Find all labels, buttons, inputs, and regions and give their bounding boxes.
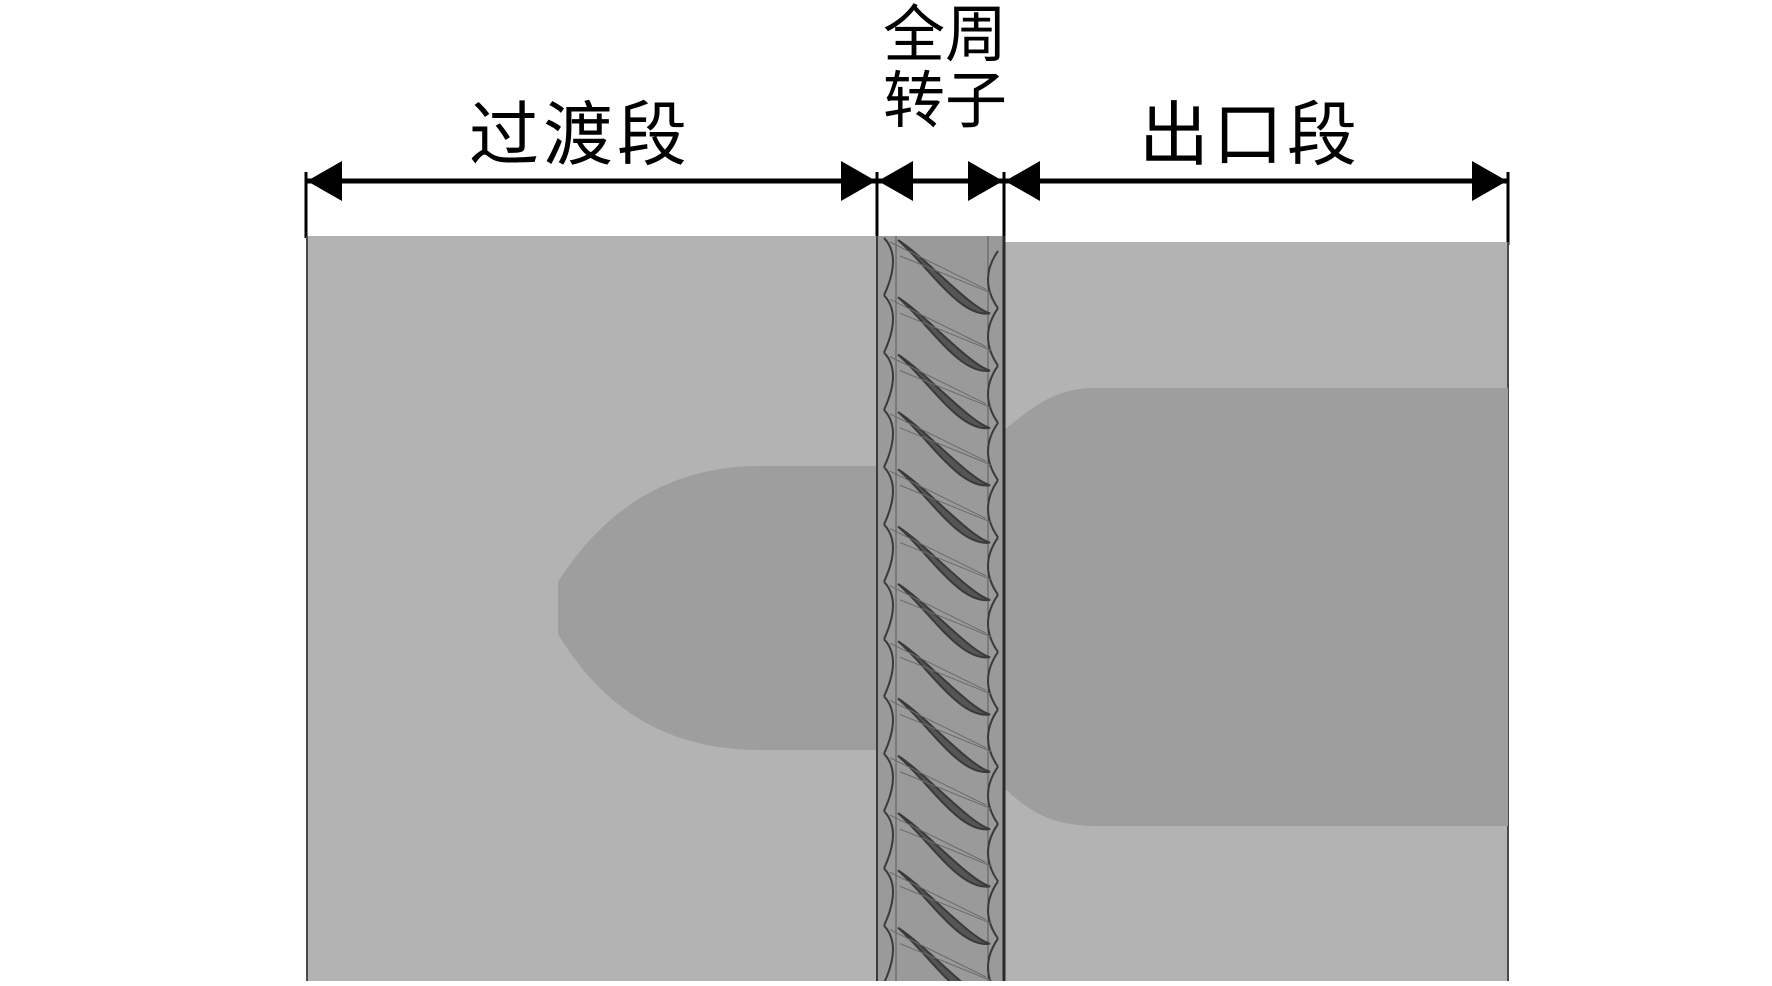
blade-profile-line — [883, 523, 894, 583]
rotor-mesh-line — [899, 542, 993, 581]
rotor-mesh-line — [899, 599, 993, 638]
rotor-mesh-line — [889, 470, 987, 519]
rotor-label-line-1: 全周 — [882, 0, 1007, 71]
rotor-blade — [897, 239, 991, 315]
blade-profile-line — [883, 695, 894, 755]
outlet-section-label: 出口段 — [1139, 94, 1361, 176]
blade-profile-line — [987, 250, 999, 309]
blade-profile-line — [987, 364, 999, 424]
blade-profile-line — [987, 708, 999, 768]
arrow-head — [307, 161, 342, 201]
rotor-blades — [883, 237, 999, 981]
rotor-mesh-line — [899, 312, 993, 352]
rotor-blade — [897, 296, 991, 372]
blade-profile-line — [883, 581, 894, 640]
rotor-mesh-line — [889, 298, 987, 348]
dimension-lines — [304, 161, 1510, 245]
rotor-mesh-line — [899, 656, 993, 695]
outlet-hub-body — [1004, 388, 1508, 826]
blade-profile-line — [987, 479, 999, 539]
blade-profile-line — [987, 766, 999, 825]
rotor-mesh-line — [899, 370, 993, 409]
rotor-mesh-line — [899, 484, 993, 524]
rotor-mesh-line — [889, 356, 987, 405]
blade-profile-line — [987, 422, 999, 481]
rotor-section — [876, 236, 1006, 981]
rotor-mesh-line — [899, 828, 993, 867]
rotor-mesh-line — [889, 528, 987, 577]
arrow-head — [1472, 161, 1507, 201]
rotor-mesh-line — [899, 771, 993, 810]
blade-profile-line — [987, 938, 999, 981]
blade-profile-line — [883, 351, 894, 411]
blade-profile-line — [987, 307, 999, 367]
rotor-blade — [897, 812, 991, 888]
outlet-section — [1004, 242, 1509, 981]
rotor-mesh-line — [899, 885, 993, 925]
rotor-mesh-line — [889, 757, 987, 806]
rotor-label-line-2: 转子 — [882, 64, 1007, 137]
rotor-blade — [897, 754, 991, 831]
transition-section-label: 过渡段 — [469, 94, 691, 176]
blade-profile-line — [883, 237, 894, 296]
blade-profile-line — [883, 294, 894, 354]
arrow-head — [1005, 161, 1040, 201]
rotor-blade — [897, 353, 991, 430]
rotor-mesh-line — [889, 413, 987, 462]
transition-hub-body — [558, 466, 877, 750]
rotor-blade — [897, 583, 991, 659]
rotor-mesh-line — [889, 814, 987, 863]
blade-profile-line — [987, 536, 999, 596]
transition-section — [306, 236, 877, 981]
rotor-blade — [897, 468, 991, 544]
rotor-mesh-line — [889, 871, 987, 921]
rotor-mesh-line — [889, 700, 987, 749]
rotor-blade — [897, 525, 991, 601]
rotor-mesh-line — [889, 241, 987, 290]
rotor-mesh-line — [899, 713, 993, 753]
blade-profile-line — [883, 867, 894, 927]
arrow-head — [878, 161, 913, 201]
rotor-section-label: 全周 转子 — [870, 2, 1020, 134]
rotor-mesh-line — [889, 585, 987, 634]
arrow-head — [841, 161, 876, 201]
blade-profile-line — [987, 823, 999, 882]
blade-profile-line — [883, 810, 894, 869]
rotor-blade — [897, 697, 991, 773]
rotor-mesh-line — [889, 642, 987, 691]
rotor-mesh-line — [889, 929, 987, 978]
arrow-head — [968, 161, 1003, 201]
blade-profile-line — [883, 466, 894, 525]
blade-profile-line — [883, 924, 894, 981]
rotor-mesh-line — [899, 427, 993, 466]
blade-profile-line — [987, 594, 999, 653]
blade-profile-line — [987, 651, 999, 710]
rotor-blade — [897, 869, 991, 945]
blade-profile-line — [987, 880, 999, 940]
rotor-mesh-line — [899, 255, 993, 294]
rotor-blade — [897, 640, 991, 716]
rotor-mesh-line — [899, 943, 993, 981]
blade-profile-line — [883, 409, 894, 468]
blade-profile-line — [883, 753, 894, 812]
blade-profile-line — [883, 638, 894, 697]
rotor-blade — [897, 411, 991, 487]
